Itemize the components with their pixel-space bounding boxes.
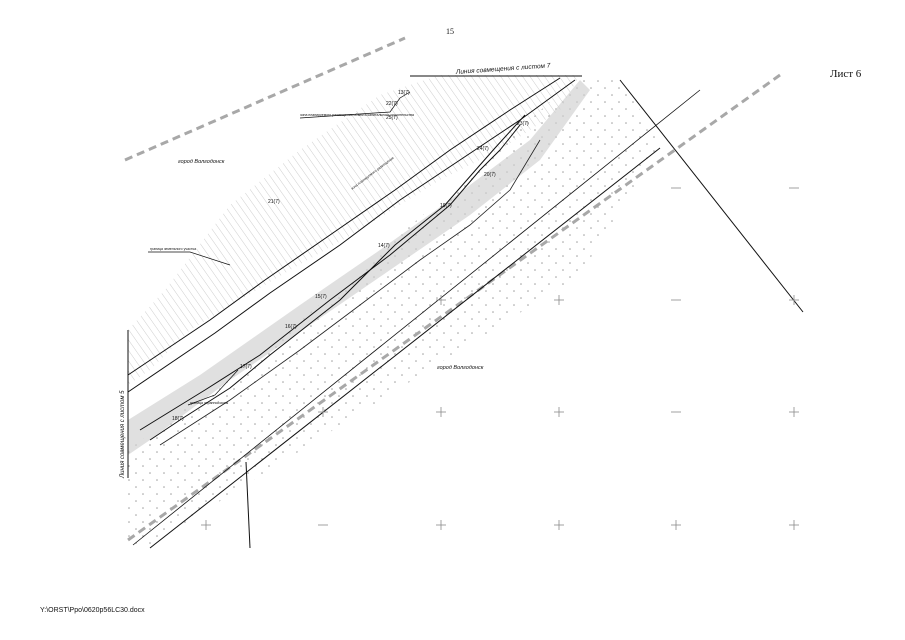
point-label: 20(7) bbox=[484, 172, 496, 178]
point-label: 25(7) bbox=[386, 115, 398, 121]
point-label: 16(7) bbox=[285, 324, 297, 330]
lower-note-label: граница охранной зоны bbox=[190, 401, 229, 405]
vertical-drop bbox=[245, 461, 251, 549]
corridor-boundary-2 bbox=[127, 79, 576, 393]
main-line-2 bbox=[132, 89, 701, 546]
page-number: 15 bbox=[446, 27, 454, 36]
sheet-label: Лист 6 bbox=[830, 68, 862, 80]
leader-left bbox=[148, 251, 231, 266]
point-label: 17(7) bbox=[240, 364, 252, 370]
leader-lower bbox=[187, 369, 239, 406]
match-line-left-label: Линия совмещения с листом 5 bbox=[120, 390, 126, 479]
dashed-boundary-upper bbox=[124, 36, 406, 162]
corridor-boundary-3 bbox=[139, 124, 521, 431]
city-label-se: город Волгодонск bbox=[437, 365, 484, 371]
corridor-boundary-5 bbox=[159, 139, 541, 446]
dashed-boundary-lower bbox=[127, 73, 781, 542]
match-line-top-label: Линия совмещения с листом 7 bbox=[455, 62, 551, 76]
point-label: 14(7) bbox=[378, 243, 390, 249]
point-labels: 13(7) 14(7) 15(7) 16(7) 17(7) 18(7) 19(7… bbox=[172, 90, 529, 422]
point-label: 15(7) bbox=[315, 294, 327, 300]
point-label: 18(7) bbox=[172, 416, 184, 422]
main-line-1 bbox=[149, 147, 661, 549]
point-label: 24(7) bbox=[477, 146, 489, 152]
file-path: Y:\ORST\Ppo\0620p56LC30.docx bbox=[40, 607, 145, 614]
grid-crosses bbox=[201, 187, 799, 530]
stippled-area bbox=[128, 75, 660, 545]
city-label-nw: город Волгодонск bbox=[178, 159, 225, 165]
road-corridor bbox=[128, 80, 590, 455]
point-label: 19(7) bbox=[440, 203, 452, 209]
left-note-label: граница земельного участка bbox=[150, 247, 196, 251]
point-label: 22(7) bbox=[386, 101, 398, 107]
upper-note-label: зона планируемого размещения объекта кап… bbox=[300, 113, 414, 117]
leader-upper bbox=[299, 91, 411, 119]
point-label: 23(7) bbox=[517, 121, 529, 127]
diagonal-right bbox=[619, 79, 804, 313]
terrain-area bbox=[128, 75, 580, 385]
point-label: 21(7) bbox=[268, 199, 280, 205]
corridor-boundary-lower bbox=[149, 114, 526, 441]
corridor-boundary-upper bbox=[127, 77, 561, 376]
point-label: 13(7) bbox=[398, 90, 410, 96]
